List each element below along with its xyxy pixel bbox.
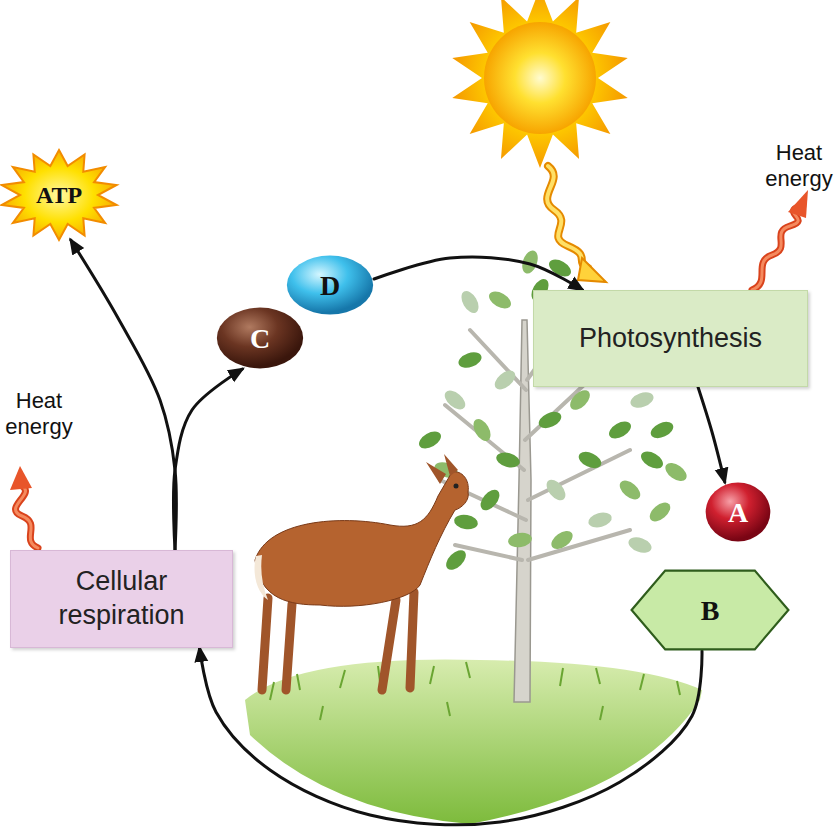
molecule-hexagon-fill [632, 571, 789, 650]
molecule-letter: A [728, 495, 748, 530]
leaf [626, 534, 653, 555]
sunlight-head [578, 258, 606, 282]
molecule-oval-fill [217, 308, 303, 369]
grass-patch [245, 660, 702, 825]
leaf [477, 486, 503, 513]
process-name: Cellular respiration [23, 565, 220, 633]
deer [255, 454, 469, 690]
heat-wave [16, 486, 38, 548]
leaf [486, 288, 514, 312]
sun-rays [452, 0, 627, 168]
leaf [507, 531, 533, 549]
leaf [416, 428, 444, 452]
leaf [491, 367, 518, 393]
leaf [606, 418, 634, 442]
leaf [548, 527, 576, 552]
process-box: Photosynthesis [533, 290, 808, 387]
deer-ears [426, 454, 458, 484]
molecule-hexagon: B [630, 569, 790, 651]
energy-label: Heat energy [762, 140, 836, 193]
atp-starburst: ATP [0, 150, 118, 240]
leaf [567, 387, 594, 414]
sun-disc [484, 22, 596, 134]
molecule-letter: B [701, 593, 720, 628]
sun [452, 0, 627, 168]
heat-wave-outline [16, 486, 38, 548]
molecule-sphere-fill [706, 483, 771, 542]
leaf [495, 450, 522, 470]
leaf [470, 416, 494, 444]
cycle-arrow [374, 257, 583, 290]
process-box: Cellular respiration [10, 550, 233, 648]
leaf [616, 477, 643, 503]
leaf [648, 419, 676, 442]
grass [245, 660, 702, 825]
heat-wave-outline [752, 208, 798, 290]
deer-body [255, 472, 468, 607]
leaf [662, 459, 690, 484]
heat-head [10, 466, 32, 490]
leaf [453, 513, 479, 531]
molecule-oval-fill [287, 256, 373, 315]
heat-head [788, 190, 808, 218]
leaf [458, 288, 482, 316]
leaf [456, 349, 483, 370]
leaf [638, 448, 666, 472]
leaf [576, 449, 604, 472]
heat-wave [752, 208, 798, 290]
heat-arrow-right [752, 190, 808, 290]
sunlight-wave [547, 166, 588, 268]
molecule-sphere: A [705, 482, 771, 542]
heat-arrow-left [10, 466, 38, 548]
leaf [587, 510, 614, 530]
leaf [646, 499, 673, 525]
grass-blades [270, 662, 680, 720]
cycle-arrow [200, 648, 702, 825]
deer-tail [255, 555, 269, 600]
leaf [443, 547, 470, 574]
leaf [628, 389, 655, 410]
molecule-letter: D [320, 268, 340, 303]
molecule-oval: C [216, 307, 304, 369]
leaf [543, 476, 569, 503]
molecule-oval: D [286, 255, 374, 315]
molecule-letter: ATP [36, 180, 82, 210]
atp-starburst-fill [1, 150, 116, 240]
cycle-arrow [173, 369, 242, 550]
energy-label: Heat energy [2, 388, 76, 441]
cycle-arrow [698, 387, 725, 482]
process-name: Photosynthesis [579, 322, 762, 356]
leaf [536, 409, 564, 432]
sunlight-wave-outline [547, 166, 588, 268]
deer-eye [454, 484, 459, 489]
cycle-arrow [71, 240, 176, 550]
molecule-letter: C [250, 321, 270, 356]
leaf [441, 387, 468, 413]
